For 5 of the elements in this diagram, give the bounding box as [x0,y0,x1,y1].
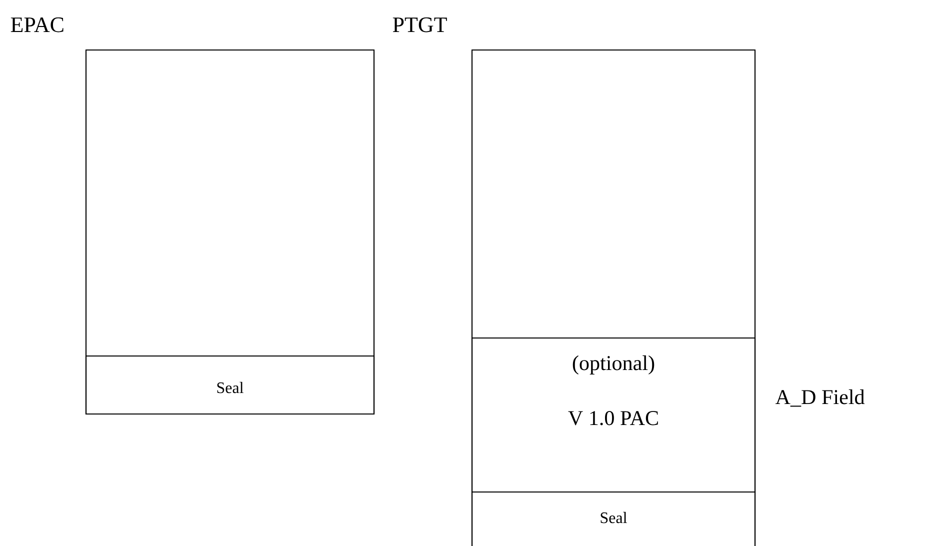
section-box: Seal [471,491,756,546]
section-box: Seal [85,355,375,415]
node-label: EPAC [10,17,64,32]
section-box: (optional) V 1.0 PAC [471,337,756,493]
field-label: A_D Field [776,389,865,407]
